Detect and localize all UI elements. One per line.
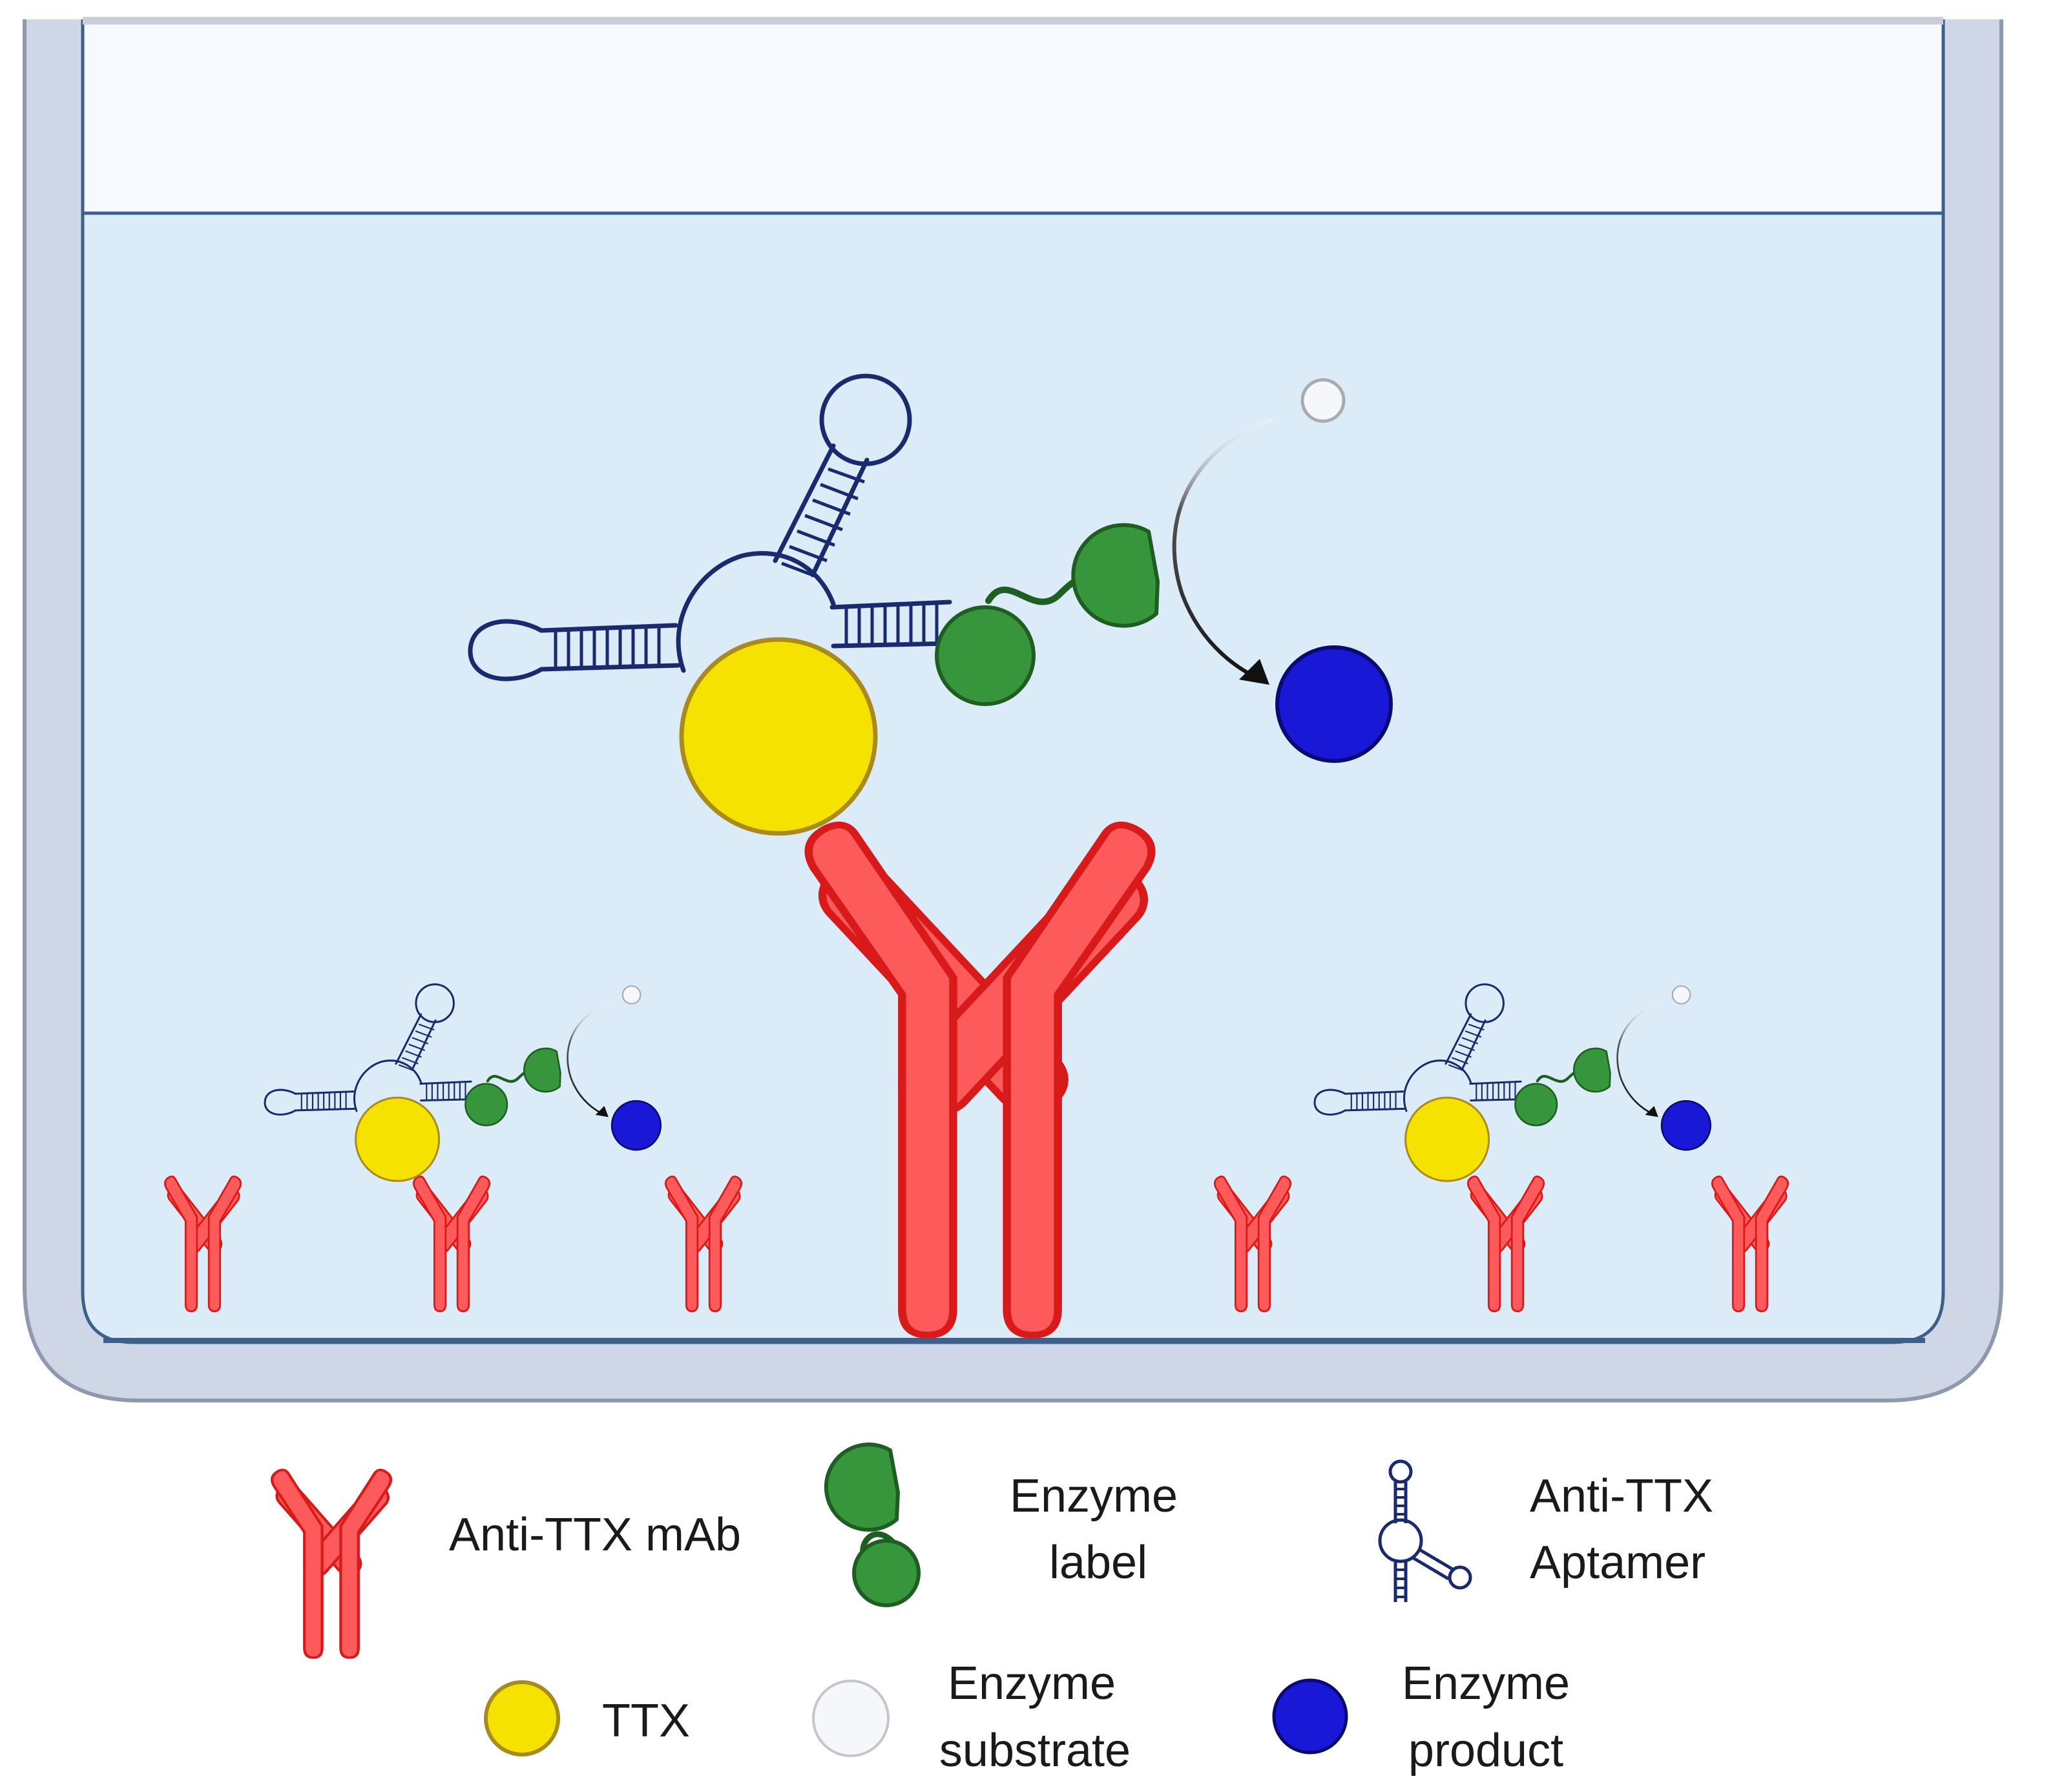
antibody-icon [272, 1470, 393, 1657]
legend-product: Enzyme product [1272, 1658, 1570, 1776]
legend-aptamer-line2: Aptamer [1530, 1537, 1706, 1589]
legend-ttx-label: TTX [602, 1695, 690, 1747]
legend-substrate: Enzyme substrate [812, 1658, 1131, 1776]
legend-product-line2: product [1408, 1725, 1563, 1776]
legend-product-line1: Enzyme [1402, 1658, 1570, 1709]
legend-antibody: Anti-TTX mAb [272, 1470, 741, 1657]
legend-substrate-line1: Enzyme [948, 1658, 1116, 1709]
legend-aptamer: Anti-TTX Aptamer [1378, 1459, 1713, 1602]
well-rim [83, 17, 1943, 25]
product-icon [1272, 1678, 1348, 1755]
substrate-icon [812, 1680, 890, 1757]
legend-substrate-line2: substrate [939, 1725, 1131, 1776]
legend-antibody-label: Anti-TTX mAb [449, 1509, 741, 1561]
aptamer-icon [1378, 1459, 1472, 1602]
enzyme-label-icon [824, 1443, 900, 1532]
legend-aptamer-line1: Anti-TTX [1530, 1470, 1713, 1522]
legend-enzyme-line1: Enzyme [1010, 1470, 1178, 1522]
legend-ttx: TTX [484, 1680, 690, 1756]
legend: Anti-TTX mAb Enzyme label [272, 1443, 1713, 1776]
ttx-icon [484, 1680, 560, 1756]
legend-enzyme: Enzyme label [824, 1443, 1178, 1607]
legend-enzyme-line2: label [1049, 1537, 1147, 1589]
